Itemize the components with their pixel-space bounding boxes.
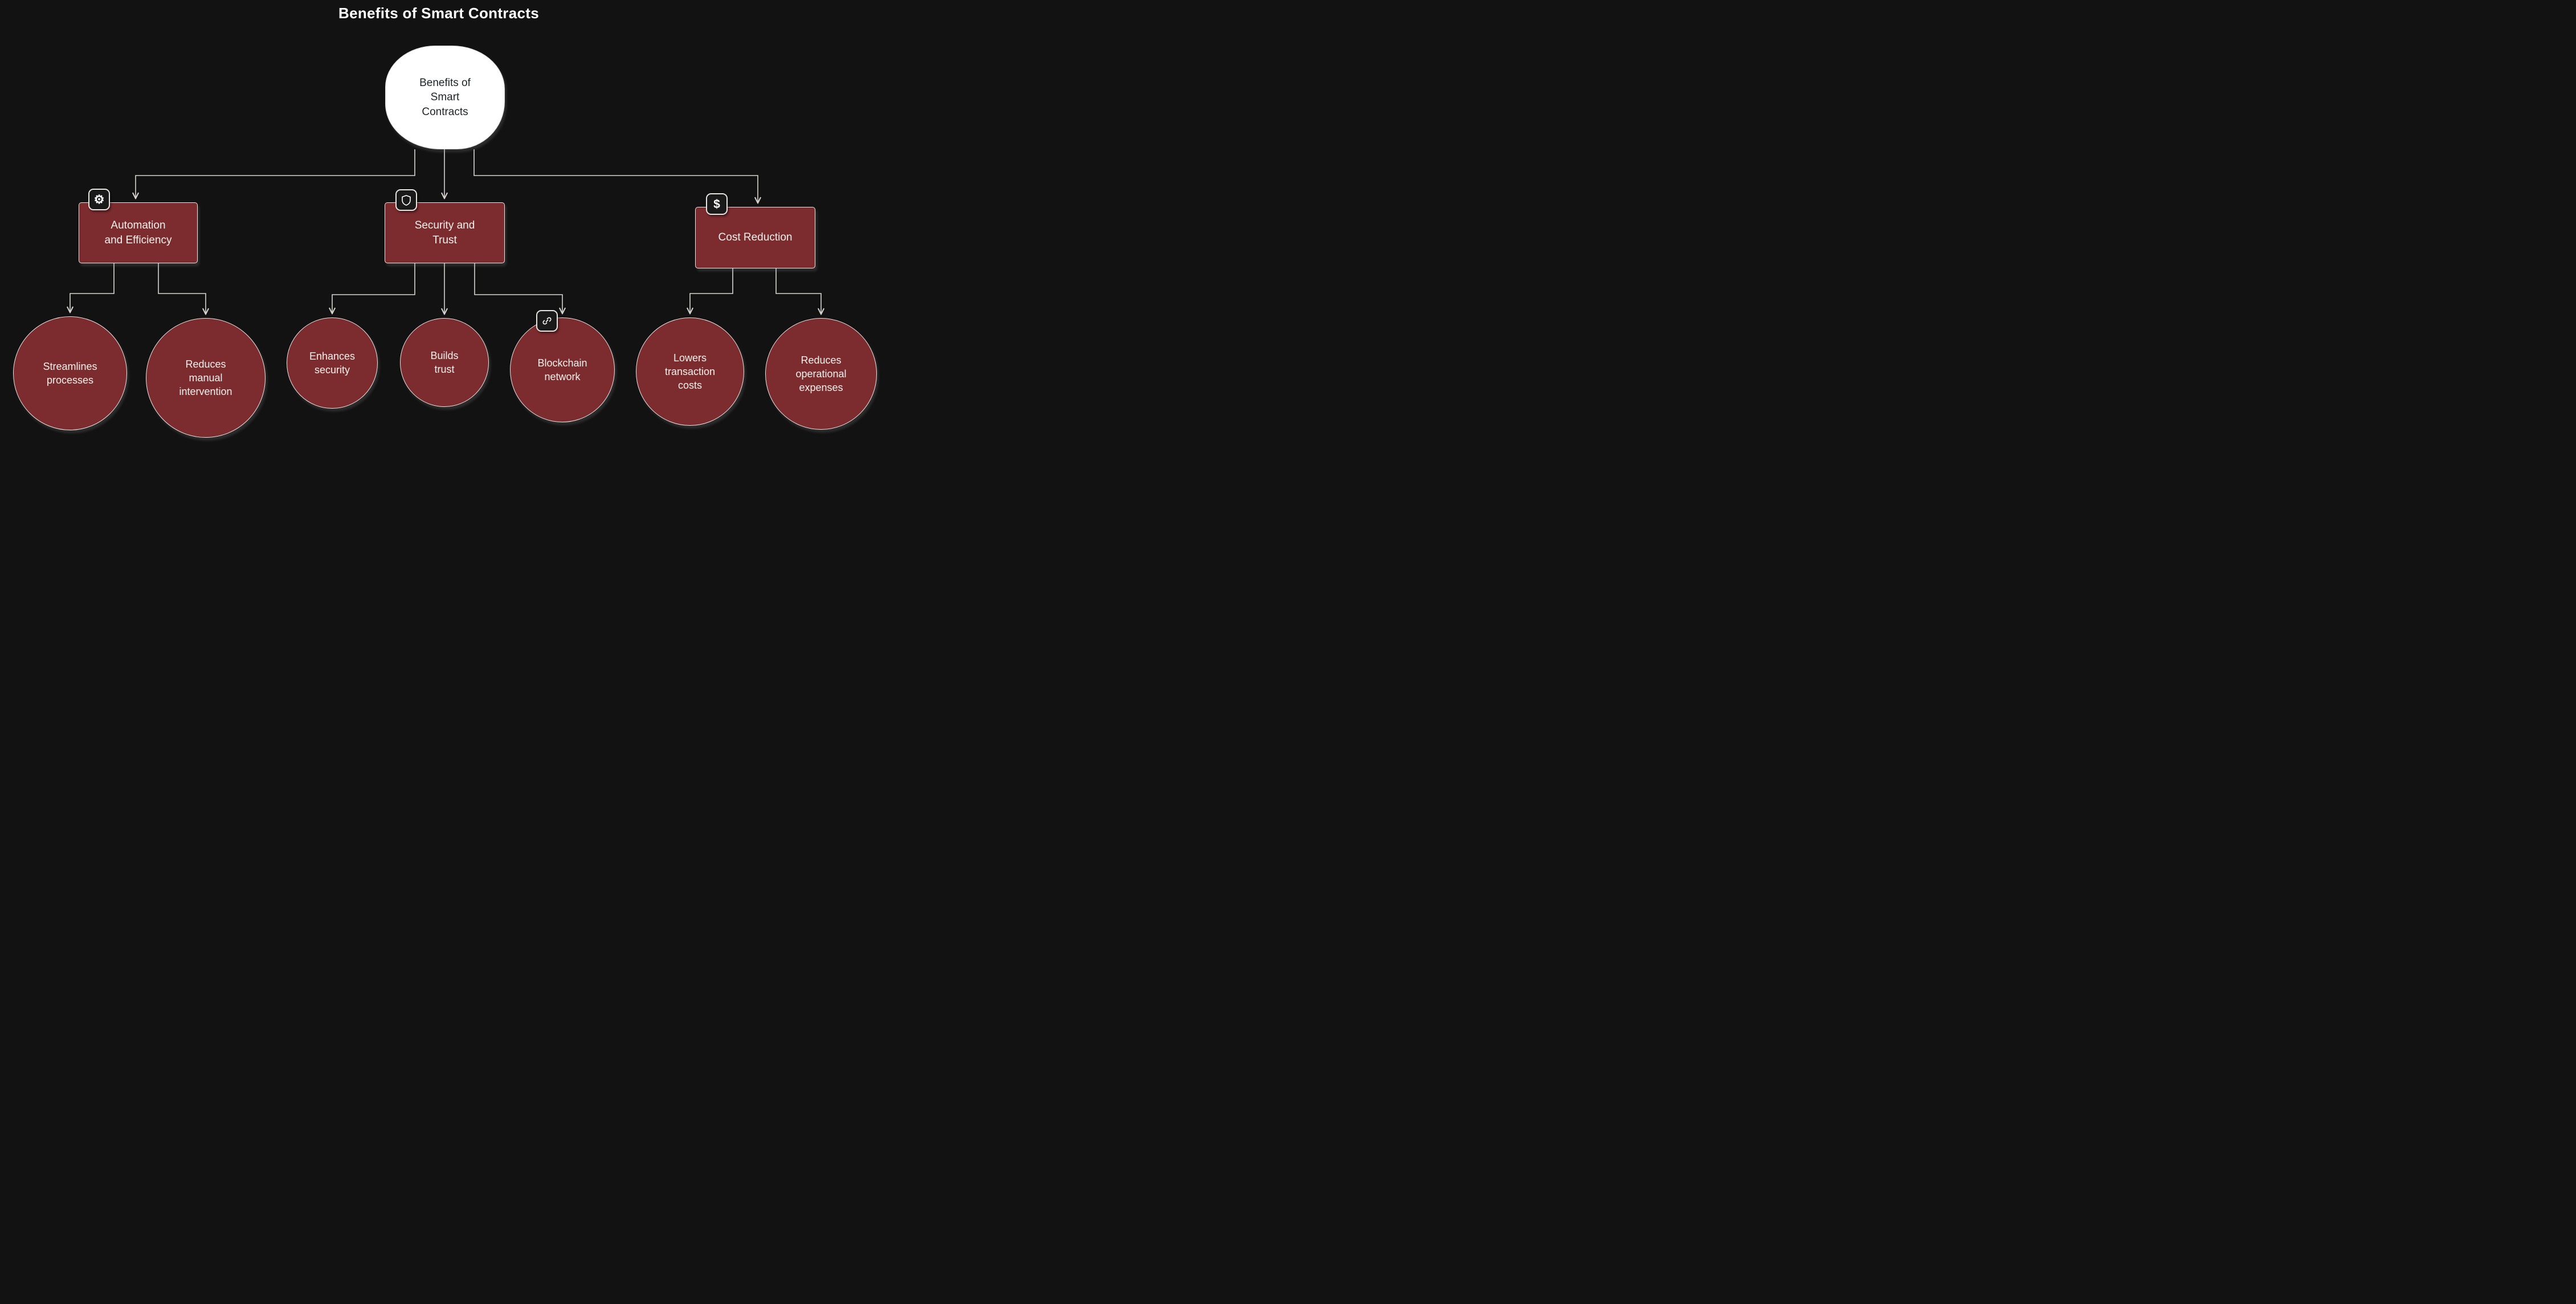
branch-cost-reduction: Cost Reduction (695, 207, 815, 268)
leaf-builds-trust-label: Builds trust (430, 349, 459, 375)
shield-icon (395, 189, 417, 211)
edge-cost-reduces-expenses (775, 268, 821, 313)
shield-icon-shape (402, 195, 411, 206)
leaf-lowers-transaction-costs: Lowers transaction costs (636, 317, 744, 426)
link-icon (536, 310, 558, 332)
dollar-icon: $ (706, 193, 728, 215)
leaf-reduces-manual-intervention: Reduces manual intervention (146, 318, 266, 438)
edge-root-automation (136, 149, 415, 198)
leaf-streamlines-label: Streamlines processes (43, 360, 97, 386)
leaf-streamlines-processes: Streamlines processes (13, 316, 127, 430)
leaf-enhances-security-label: Enhances security (309, 350, 356, 376)
leaf-builds-trust: Builds trust (400, 318, 489, 407)
branch-security-label: Security and Trust (414, 219, 475, 246)
leaf-lowers-transaction-label: Lowers transaction costs (664, 352, 716, 392)
branch-automation-efficiency: Automation and Efficiency (79, 202, 198, 263)
branch-cost-label: Cost Reduction (718, 231, 793, 244)
dollar-icon-glyph: $ (713, 197, 720, 211)
gear-icon-glyph: ⚙ (93, 193, 105, 206)
edge-security-enhances (332, 263, 415, 313)
leaf-enhances-security: Enhances security (287, 317, 378, 409)
edge-automation-streamlines (70, 263, 115, 312)
leaf-reduces-operational-expenses: Reduces operational expenses (765, 318, 877, 430)
branch-security-trust: Security and Trust (385, 202, 505, 263)
branch-automation-label: Automation and Efficiency (104, 219, 172, 246)
root-node: Benefits of Smart Contracts (385, 46, 505, 149)
leaf-blockchain-network: Blockchain network (510, 317, 615, 422)
connector-lines (0, 149, 877, 453)
leaf-blockchain-label: Blockchain network (537, 357, 587, 382)
edge-security-blockchain (474, 263, 562, 313)
diagram-title: Benefits of Smart Contracts (338, 5, 539, 22)
leaf-reduces-operational-label: Reduces operational expenses (795, 354, 847, 394)
edge-cost-lowers-transaction (690, 268, 733, 313)
link-icon-shape (542, 317, 552, 325)
root-node-label: Benefits of Smart Contracts (419, 76, 471, 118)
edge-automation-reduces-manual (158, 263, 206, 313)
gear-icon: ⚙ (88, 189, 110, 210)
leaf-reduces-manual-label: Reduces manual intervention (179, 358, 232, 398)
edge-root-cost (473, 149, 758, 202)
